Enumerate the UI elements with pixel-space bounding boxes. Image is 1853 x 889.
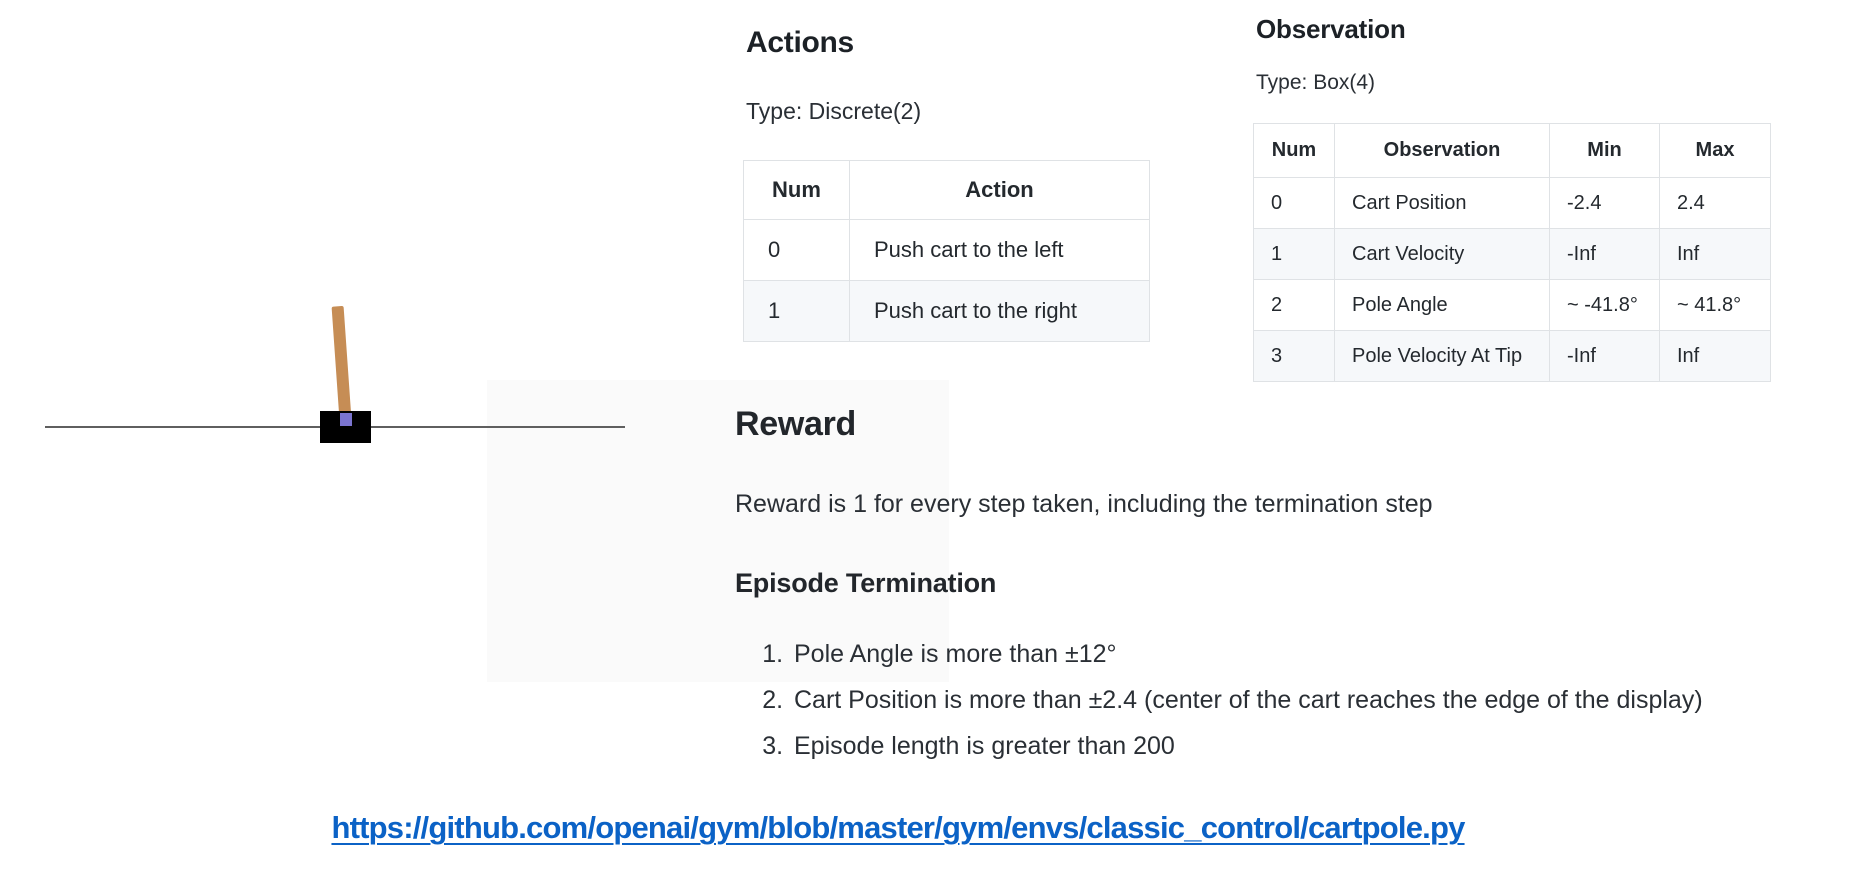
table-row: 2 Pole Angle ~ -41.8° ~ 41.8°: [1253, 279, 1771, 331]
table-row: 3 Pole Velocity At Tip -Inf Inf: [1253, 330, 1771, 382]
episode-termination-list: Pole Angle is more than ±12° Cart Positi…: [790, 640, 1703, 778]
observation-table: Num Observation Min Max 0 Cart Position …: [1253, 123, 1771, 382]
observation-cell-min: -2.4: [1549, 177, 1660, 229]
actions-cell-action: Push cart to the right: [849, 280, 1150, 342]
observation-cell-max: ~ 41.8°: [1659, 279, 1771, 331]
observation-cell-num: 2: [1253, 279, 1335, 331]
observation-table-header-row: Num Observation Min Max: [1253, 123, 1771, 178]
observation-type-line: Type: Box(4): [1256, 71, 1376, 94]
observation-cell-max: 2.4: [1659, 177, 1771, 229]
reward-text: Reward is 1 for every step taken, includ…: [735, 490, 1433, 518]
observation-header-max: Max: [1659, 123, 1771, 178]
actions-type-line: Type: Discrete(2): [746, 98, 922, 124]
actions-header-num: Num: [743, 160, 850, 220]
observation-cell-name: Cart Position: [1334, 177, 1550, 229]
observation-cell-name: Pole Angle: [1334, 279, 1550, 331]
observation-cell-num: 0: [1253, 177, 1335, 229]
observation-header-observation: Observation: [1334, 123, 1550, 178]
observation-cell-num: 1: [1253, 228, 1335, 280]
table-row: 1 Push cart to the right: [743, 280, 1150, 342]
observation-cell-num: 3: [1253, 330, 1335, 382]
termination-item-2: Cart Position is more than ±2.4 (center …: [790, 686, 1703, 715]
background-artifact: [487, 380, 949, 682]
observation-cell-max: Inf: [1659, 228, 1771, 280]
actions-table-header-row: Num Action: [743, 160, 1150, 220]
actions-table: Num Action 0 Push cart to the left 1 Pus…: [743, 160, 1150, 342]
github-source-link[interactable]: https://github.com/openai/gym/blob/maste…: [331, 810, 1465, 845]
actions-cell-action: Push cart to the left: [849, 219, 1150, 281]
observation-cell-min: -Inf: [1549, 228, 1660, 280]
actions-cell-num: 0: [743, 219, 850, 281]
observation-title: Observation: [1256, 14, 1406, 44]
observation-header-min: Min: [1549, 123, 1660, 178]
cartpole-axle: [340, 413, 352, 426]
table-row: 1 Cart Velocity -Inf Inf: [1253, 228, 1771, 280]
episode-termination-title: Episode Termination: [735, 568, 997, 598]
observation-cell-min: -Inf: [1549, 330, 1660, 382]
observation-cell-min: ~ -41.8°: [1549, 279, 1660, 331]
observation-cell-max: Inf: [1659, 330, 1771, 382]
reward-title: Reward: [735, 405, 857, 443]
termination-item-1: Pole Angle is more than ±12°: [790, 640, 1703, 669]
table-row: 0 Push cart to the left: [743, 219, 1150, 281]
table-row: 0 Cart Position -2.4 2.4: [1253, 177, 1771, 229]
actions-header-action: Action: [849, 160, 1150, 220]
observation-cell-name: Pole Velocity At Tip: [1334, 330, 1550, 382]
observation-header-num: Num: [1253, 123, 1335, 178]
actions-cell-num: 1: [743, 280, 850, 342]
cartpole-pole: [331, 305, 352, 428]
actions-title: Actions: [746, 26, 854, 59]
observation-cell-name: Cart Velocity: [1334, 228, 1550, 280]
termination-item-3: Episode length is greater than 200: [790, 732, 1703, 761]
